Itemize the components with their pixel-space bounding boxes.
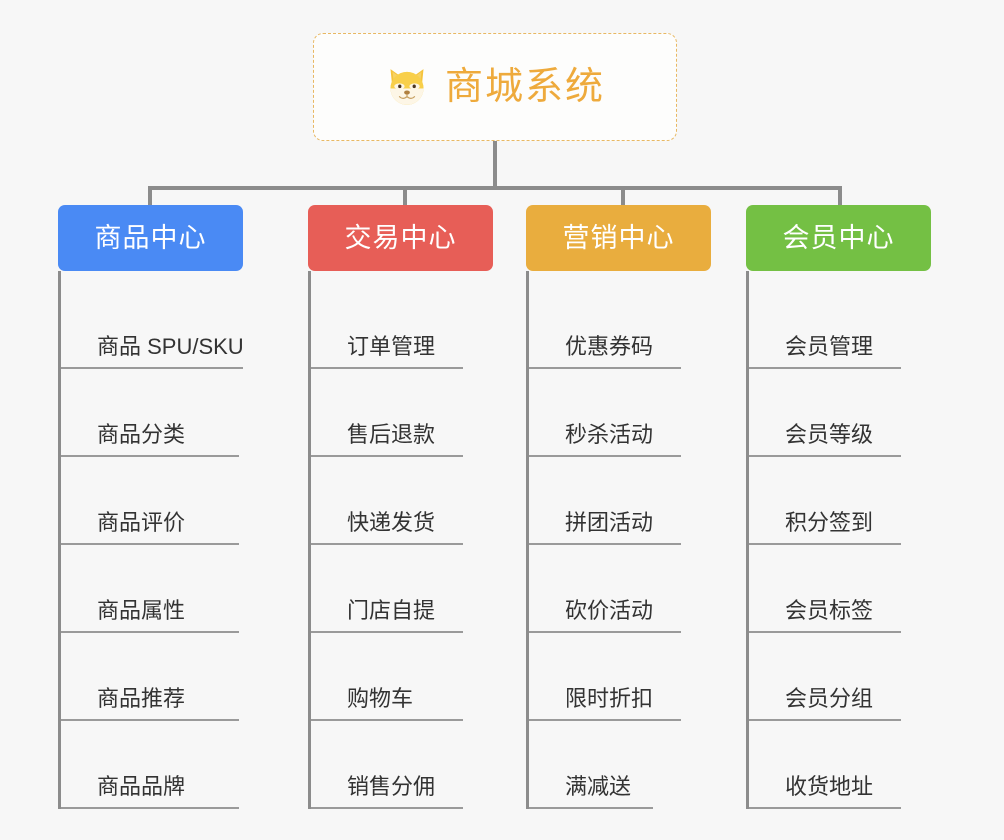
list-item[interactable]: 销售分佣 xyxy=(311,721,493,809)
shiba-dog-face-icon xyxy=(385,65,429,109)
category-header-4[interactable]: 会员中心 xyxy=(746,205,931,271)
leaf-label: 积分签到 xyxy=(749,512,901,545)
list-item[interactable]: 门店自提 xyxy=(311,545,493,633)
connector-drop-3 xyxy=(621,186,625,208)
leaf-label: 售后退款 xyxy=(311,424,463,457)
root-node[interactable]: 商城系统 xyxy=(313,33,677,141)
leaf-label: 商品分类 xyxy=(61,424,239,457)
list-item[interactable]: 会员标签 xyxy=(749,545,931,633)
list-item[interactable]: 订单管理 xyxy=(311,281,493,369)
leaf-label: 门店自提 xyxy=(311,600,463,633)
leaf-label: 商品属性 xyxy=(61,600,239,633)
connector-drop-2 xyxy=(403,186,407,208)
leaf-label: 商品品牌 xyxy=(61,776,239,809)
leaf-label: 会员管理 xyxy=(749,336,901,369)
list-item[interactable]: 会员管理 xyxy=(749,281,931,369)
leaf-label: 购物车 xyxy=(311,688,463,721)
connector-horizontal-bus xyxy=(150,186,840,190)
list-item[interactable]: 购物车 xyxy=(311,633,493,721)
list-item[interactable]: 快递发货 xyxy=(311,457,493,545)
leaf-list-1: 商品 SPU/SKU 商品分类 商品评价 商品属性 商品推荐 商品品牌 xyxy=(58,271,244,809)
leaf-list-3: 优惠券码 秒杀活动 拼团活动 砍价活动 限时折扣 满减送 xyxy=(526,271,711,809)
list-item[interactable]: 商品推荐 xyxy=(61,633,243,721)
category-label: 交易中心 xyxy=(344,222,457,253)
leaf-label: 优惠券码 xyxy=(529,336,681,369)
category-label: 商品中心 xyxy=(94,222,207,253)
list-item[interactable]: 拼团活动 xyxy=(529,457,711,545)
root-title: 商城系统 xyxy=(444,66,605,108)
leaf-list-2: 订单管理 售后退款 快递发货 门店自提 购物车 销售分佣 xyxy=(308,271,493,809)
category-label: 营销中心 xyxy=(562,222,675,253)
list-item[interactable]: 商品评价 xyxy=(61,457,243,545)
leaf-label: 秒杀活动 xyxy=(529,424,681,457)
connector-drop-4 xyxy=(838,186,842,208)
list-item[interactable]: 商品分类 xyxy=(61,369,243,457)
list-item[interactable]: 售后退款 xyxy=(311,369,493,457)
list-item[interactable]: 满减送 xyxy=(529,721,711,809)
leaf-label: 限时折扣 xyxy=(529,688,681,721)
leaf-label: 销售分佣 xyxy=(311,776,463,809)
connector-root-stem xyxy=(493,141,497,188)
category-label: 会员中心 xyxy=(782,222,895,253)
category-header-2[interactable]: 交易中心 xyxy=(308,205,493,271)
branch-column-1: 商品中心 商品 SPU/SKU 商品分类 商品评价 商品属性 商品推荐 商品品牌 xyxy=(58,205,244,809)
list-item[interactable]: 商品属性 xyxy=(61,545,243,633)
list-item[interactable]: 会员分组 xyxy=(749,633,931,721)
leaf-label: 拼团活动 xyxy=(529,512,681,545)
leaf-label: 快递发货 xyxy=(311,512,463,545)
leaf-label: 砍价活动 xyxy=(529,600,681,633)
branch-column-2: 交易中心 订单管理 售后退款 快递发货 门店自提 购物车 销售分佣 xyxy=(308,205,493,809)
leaf-label: 订单管理 xyxy=(311,336,463,369)
leaf-label: 收货地址 xyxy=(749,776,901,809)
list-item[interactable]: 限时折扣 xyxy=(529,633,711,721)
list-item[interactable]: 商品品牌 xyxy=(61,721,243,809)
leaf-label: 会员标签 xyxy=(749,600,901,633)
list-item[interactable]: 积分签到 xyxy=(749,457,931,545)
leaf-label: 满减送 xyxy=(529,776,653,809)
list-item[interactable]: 商品 SPU/SKU xyxy=(61,281,244,369)
category-header-3[interactable]: 营销中心 xyxy=(526,205,711,271)
leaf-list-4: 会员管理 会员等级 积分签到 会员标签 会员分组 收货地址 xyxy=(746,271,931,809)
leaf-label: 商品推荐 xyxy=(61,688,239,721)
list-item[interactable]: 秒杀活动 xyxy=(529,369,711,457)
branch-column-4: 会员中心 会员管理 会员等级 积分签到 会员标签 会员分组 收货地址 xyxy=(746,205,931,809)
list-item[interactable]: 会员等级 xyxy=(749,369,931,457)
leaf-label: 会员等级 xyxy=(749,424,901,457)
category-header-1[interactable]: 商品中心 xyxy=(58,205,243,271)
leaf-label: 商品评价 xyxy=(61,512,239,545)
connector-drop-1 xyxy=(148,186,152,208)
list-item[interactable]: 收货地址 xyxy=(749,721,931,809)
leaf-label: 商品 SPU/SKU xyxy=(61,336,244,369)
branch-column-3: 营销中心 优惠券码 秒杀活动 拼团活动 砍价活动 限时折扣 满减送 xyxy=(526,205,711,809)
list-item[interactable]: 砍价活动 xyxy=(529,545,711,633)
leaf-label: 会员分组 xyxy=(749,688,901,721)
list-item[interactable]: 优惠券码 xyxy=(529,281,711,369)
